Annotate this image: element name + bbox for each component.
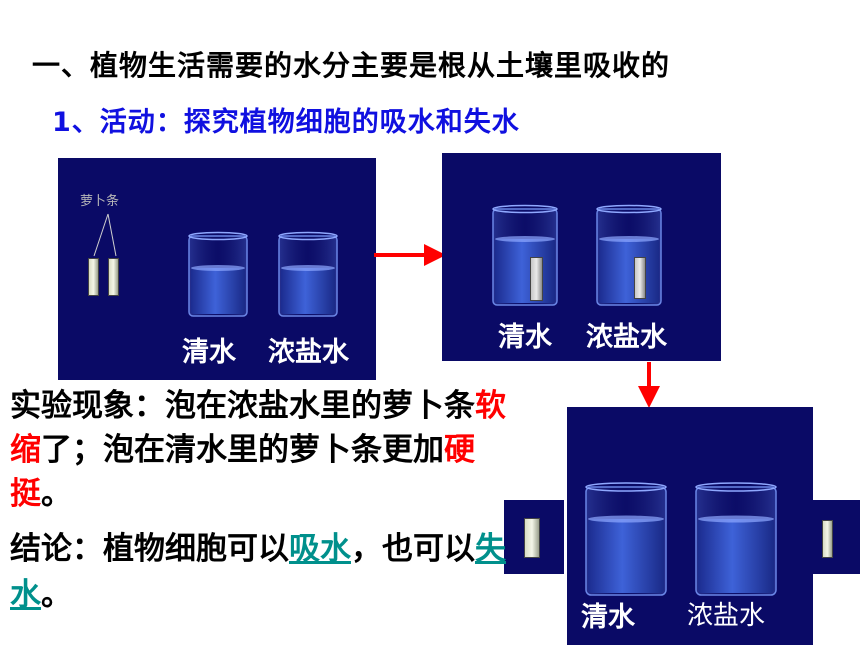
beaker-clear-water [585,482,667,596]
radish-strip [108,258,119,296]
experiment-panel-initial: 萝卜条 清水 浓盐水 [58,158,376,380]
conclusion-text: 。 [41,577,72,613]
keyword-lose-water: 失水 [10,531,506,613]
arrow-right-icon [374,244,446,266]
label-pointer-lines [93,213,117,257]
radish-strip-label: 萝卜条 [80,194,120,209]
activity-subtitle: 1、活动：探究植物细胞的吸水和失水 [52,107,520,138]
observation-text: 。 [41,476,72,512]
conclusion-text: 结论：植物细胞可以 [10,531,289,567]
radish-strip-swollen [524,518,540,558]
radish-strip-shrunk [822,520,833,558]
beaker-label-clear-water: 清水 [581,602,635,633]
beaker-clear-water [188,231,248,317]
observation-text: 实验现象：泡在浓盐水里的萝卜条 [10,388,475,424]
conclusion-text: ，也可以 [351,531,475,567]
removed-strip-panel-left [504,500,564,574]
keyword-shrink: 软缩 [10,388,506,468]
radish-strip [530,257,543,301]
beaker-salt-water [278,231,338,317]
keyword-hard: 硬挺 [10,432,475,512]
page-title: 一、植物生活需要的水分主要是根从土壤里吸收的 [32,49,671,82]
beaker-clear-water [492,204,558,306]
experiment-conclusion: 结论：植物细胞可以吸水，也可以失水。 [10,526,510,618]
arrow-down-icon [638,362,660,408]
radish-strip [88,258,99,296]
observation-text: 了；泡在清水里的萝卜条更加 [41,432,444,468]
beaker-salt-water [695,482,777,596]
beaker-label-salt-water: 浓盐水 [268,337,349,368]
beaker-label-salt-water: 浓盐水 [586,322,667,353]
beaker-label-clear-water: 清水 [182,337,236,368]
beaker-salt-water [596,204,662,306]
radish-strip [634,257,646,299]
experiment-observation: 实验现象：泡在浓盐水里的萝卜条软缩了；泡在清水里的萝卜条更加硬挺。 [10,384,510,516]
experiment-panel-result: 清水 浓盐水 [567,407,813,645]
beaker-label-clear-water: 清水 [498,322,552,353]
experiment-panel-soaking: 清水 浓盐水 [442,153,721,361]
removed-strip-panel-right [808,500,860,574]
beaker-label-salt-water: 浓盐水 [687,601,766,631]
keyword-absorb-water: 吸水 [289,531,351,567]
